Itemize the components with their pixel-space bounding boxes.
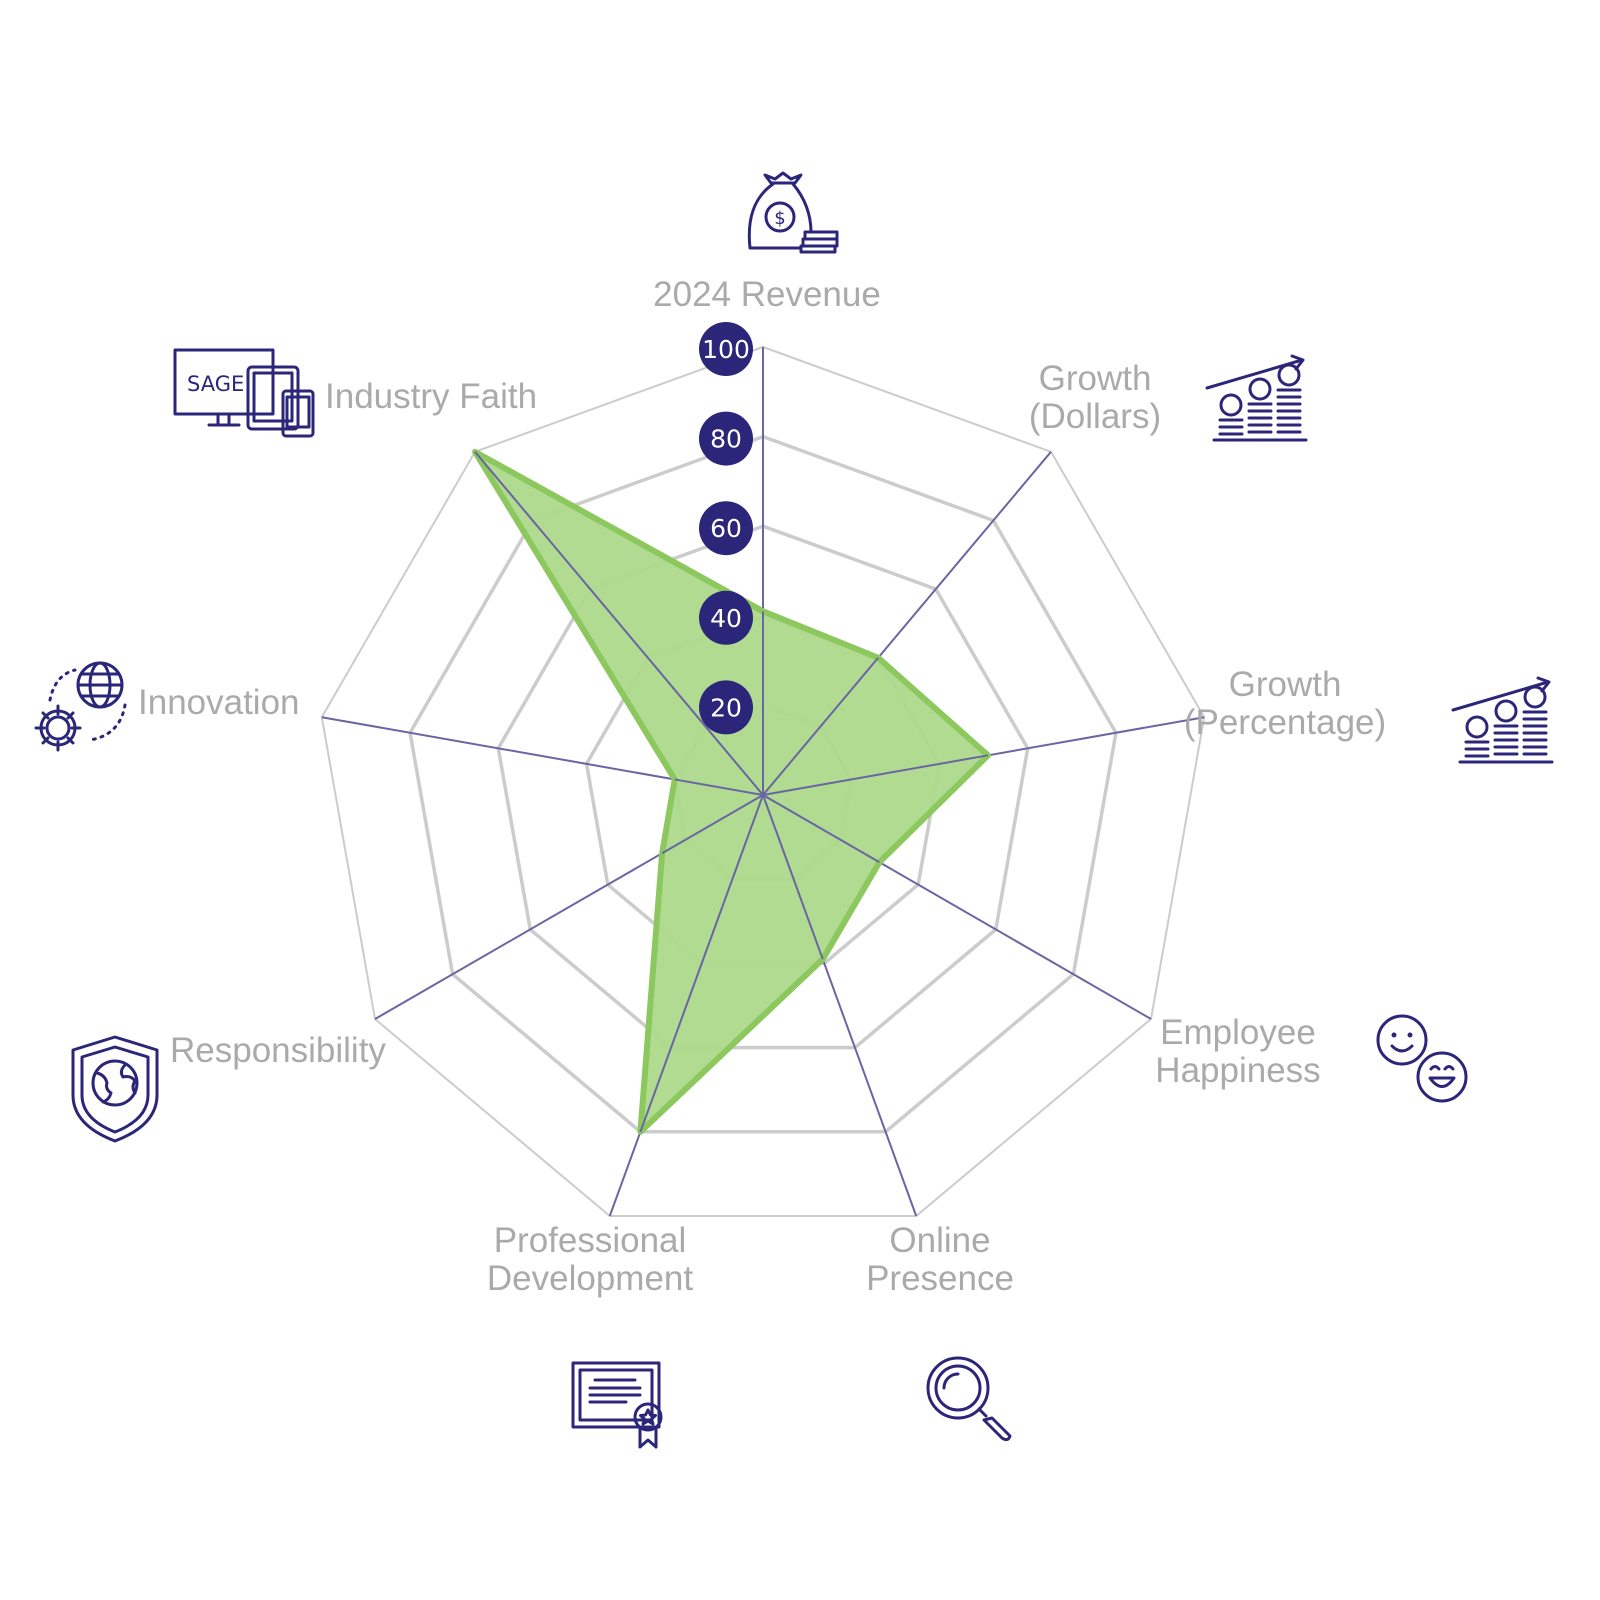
data-point-2 bbox=[762, 754, 989, 796]
coin-stacks-chart-icon bbox=[1451, 676, 1554, 764]
coin-stacks-chart-icon bbox=[1205, 354, 1308, 442]
tick-badge-60: 60 bbox=[699, 501, 753, 556]
axis-label-line: Employee bbox=[1160, 1013, 1316, 1052]
money-bag-icon: $ bbox=[747, 171, 839, 254]
axis-label-line: Growth bbox=[1229, 665, 1342, 704]
grid-ring-100 bbox=[320, 345, 1206, 1217]
certificate-icon bbox=[571, 1361, 663, 1449]
tick-badge-circle bbox=[699, 411, 753, 466]
axis-label-6: Responsibility bbox=[170, 1031, 386, 1070]
smiley-faces-icon bbox=[1376, 1014, 1468, 1103]
sage-logo-text: SAGE bbox=[187, 372, 244, 396]
axis-label-line: Professional bbox=[494, 1221, 687, 1260]
tick-label: 20 bbox=[710, 693, 742, 722]
axis-label-line: Responsibility bbox=[170, 1031, 386, 1070]
axis-label-2: Growth(Percentage) bbox=[1184, 665, 1386, 742]
tick-label: 100 bbox=[702, 335, 750, 364]
grid-ring-60 bbox=[496, 524, 1030, 1050]
axis-label-line: Innovation bbox=[138, 683, 300, 722]
axis-label-line: Presence bbox=[866, 1259, 1014, 1298]
tick-badge-80: 80 bbox=[699, 411, 753, 466]
axis-label-line: Growth bbox=[1039, 359, 1152, 398]
tick-label: 80 bbox=[710, 425, 742, 454]
tick-badge-circle bbox=[699, 501, 753, 556]
axis-label-7: Innovation bbox=[138, 683, 300, 722]
axis-label-line: Industry Faith bbox=[325, 377, 537, 416]
tick-badge-20: 20 bbox=[699, 680, 753, 735]
grid-ring-80 bbox=[408, 434, 1118, 1134]
devices-icon: SAGE bbox=[173, 348, 315, 438]
axis-label-layer: 2024 RevenueGrowth(Dollars)Growth(Percen… bbox=[138, 275, 1386, 1298]
tick-badge-circle bbox=[699, 590, 753, 645]
shield-globe-icon bbox=[71, 1035, 159, 1143]
data-point-4 bbox=[762, 794, 824, 960]
data-point-6 bbox=[661, 794, 764, 855]
axis-label-line: Happiness bbox=[1155, 1051, 1320, 1090]
axis-label-0: 2024 Revenue bbox=[653, 275, 881, 314]
axis-label-line: (Dollars) bbox=[1029, 397, 1161, 436]
data-point-3 bbox=[762, 794, 880, 864]
data-point-1 bbox=[762, 657, 879, 796]
magnifier-icon bbox=[926, 1356, 1012, 1442]
svg-text:$: $ bbox=[774, 208, 785, 229]
axis-label-line: (Percentage) bbox=[1184, 703, 1386, 742]
tick-badge-circle bbox=[699, 322, 753, 376]
tick-badge-circle bbox=[699, 680, 753, 735]
axis-label-8: Industry Faith bbox=[325, 377, 537, 416]
tick-badge-40: 40 bbox=[699, 590, 753, 645]
data-point-7 bbox=[674, 778, 764, 796]
tick-badge-100: 100 bbox=[699, 322, 753, 376]
tick-layer: 20 40 60 80 100 bbox=[699, 322, 753, 735]
axis-label-line: Online bbox=[889, 1221, 990, 1260]
data-point-5 bbox=[639, 794, 764, 1133]
axis-label-line: Development bbox=[487, 1259, 693, 1298]
data-series-area bbox=[472, 448, 992, 1135]
globe-gear-icon bbox=[34, 661, 127, 752]
axis-label-line: 2024 Revenue bbox=[653, 275, 881, 314]
axis-label-1: Growth(Dollars) bbox=[1029, 359, 1161, 436]
data-point-8 bbox=[474, 451, 764, 796]
data-layer bbox=[472, 448, 992, 1135]
tick-label: 60 bbox=[710, 514, 742, 543]
tick-label: 40 bbox=[710, 604, 742, 633]
